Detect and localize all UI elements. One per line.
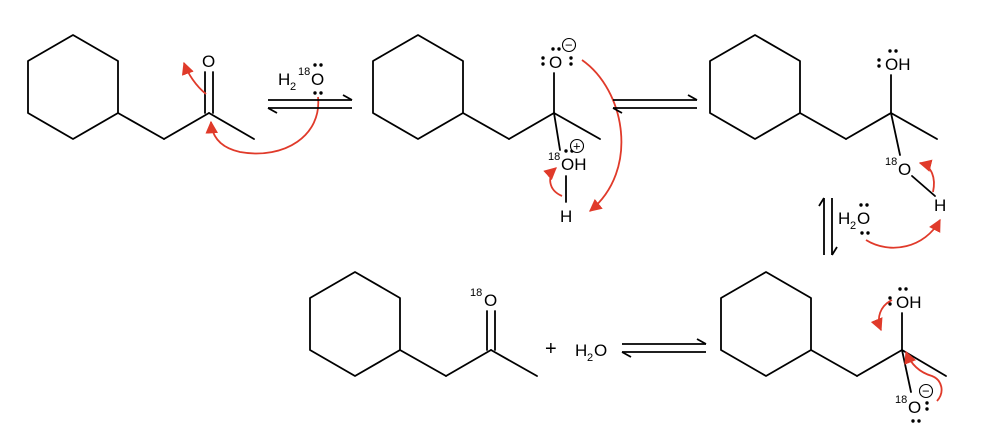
water-18o-reagent: H 2 18 O: [278, 63, 324, 95]
curved-electron-arrow-icon: [865, 218, 941, 249]
plus-sign: +: [545, 338, 557, 360]
bond: [163, 112, 210, 140]
negative-charge: −: [922, 384, 930, 399]
water-base: H 2 O: [838, 203, 870, 235]
bond: [117, 112, 165, 140]
curved-electron-arrow-icon: [904, 350, 943, 402]
h-label: H: [560, 207, 572, 226]
hydrate-intermediate: OH 18 O H: [709, 34, 946, 215]
oxygen-anion-label: O: [908, 398, 921, 417]
equilibrium-arrow-icon: [621, 338, 707, 358]
isotope-18: 18: [895, 394, 907, 406]
curved-electron-arrow-icon: [205, 96, 320, 155]
equilibrium-arrow-icon: [818, 197, 838, 256]
isotope-18: 18: [298, 66, 310, 78]
curved-electron-arrow-icon: [181, 61, 207, 95]
isotope-18: 18: [470, 287, 482, 299]
oxygen-label: O: [311, 70, 324, 89]
oxygen-label: O: [202, 52, 215, 71]
cyclohexane-ring: [372, 34, 464, 140]
oxygen-label: O: [857, 209, 870, 228]
subscript-2: 2: [290, 81, 296, 93]
curved-electron-arrow-icon: [543, 167, 563, 197]
cyclohexane-ring: [27, 34, 119, 140]
ketone-product: 18 O: [309, 271, 538, 377]
bond: [208, 112, 255, 140]
subscript-2: 2: [587, 352, 593, 364]
oxonium-label: O: [898, 160, 911, 179]
h-label: H: [934, 196, 946, 215]
equilibrium-arrow-icon: [267, 94, 353, 114]
curved-electron-arrow-icon: [581, 59, 623, 212]
oxygen-label: O: [484, 291, 497, 310]
equilibrium-arrow-icon: [612, 94, 698, 114]
cyclohexane-ring: [720, 271, 812, 377]
negative-charge: −: [565, 38, 573, 53]
isotope-18: 18: [885, 156, 897, 168]
h-label: H: [278, 70, 290, 89]
subscript-2: 2: [850, 220, 856, 232]
positive-charge: +: [573, 139, 581, 154]
isotope-18: 18: [548, 151, 560, 163]
curved-electron-arrow-icon: [918, 159, 935, 193]
hydroxyl-label: OH: [896, 293, 922, 312]
ketone-start: O: [27, 34, 255, 140]
h-label: H: [838, 209, 850, 228]
tetrahedral-intermediate-2: OH 18 O −: [720, 271, 947, 423]
water-product: H 2 O: [575, 341, 607, 364]
h-label: H: [575, 341, 587, 360]
oxygen-label: O: [594, 341, 607, 360]
oxonium-label: OH: [561, 155, 587, 174]
cyclohexane-ring: [309, 271, 401, 377]
oxygen-anion-label: O: [549, 53, 562, 72]
curved-electron-arrow-icon: [870, 299, 893, 332]
cyclohexane-ring: [709, 34, 801, 140]
bond: [462, 112, 510, 140]
hydroxyl-label: OH: [885, 55, 911, 74]
tetrahedral-intermediate-1: O − 18 OH + H: [372, 34, 601, 226]
